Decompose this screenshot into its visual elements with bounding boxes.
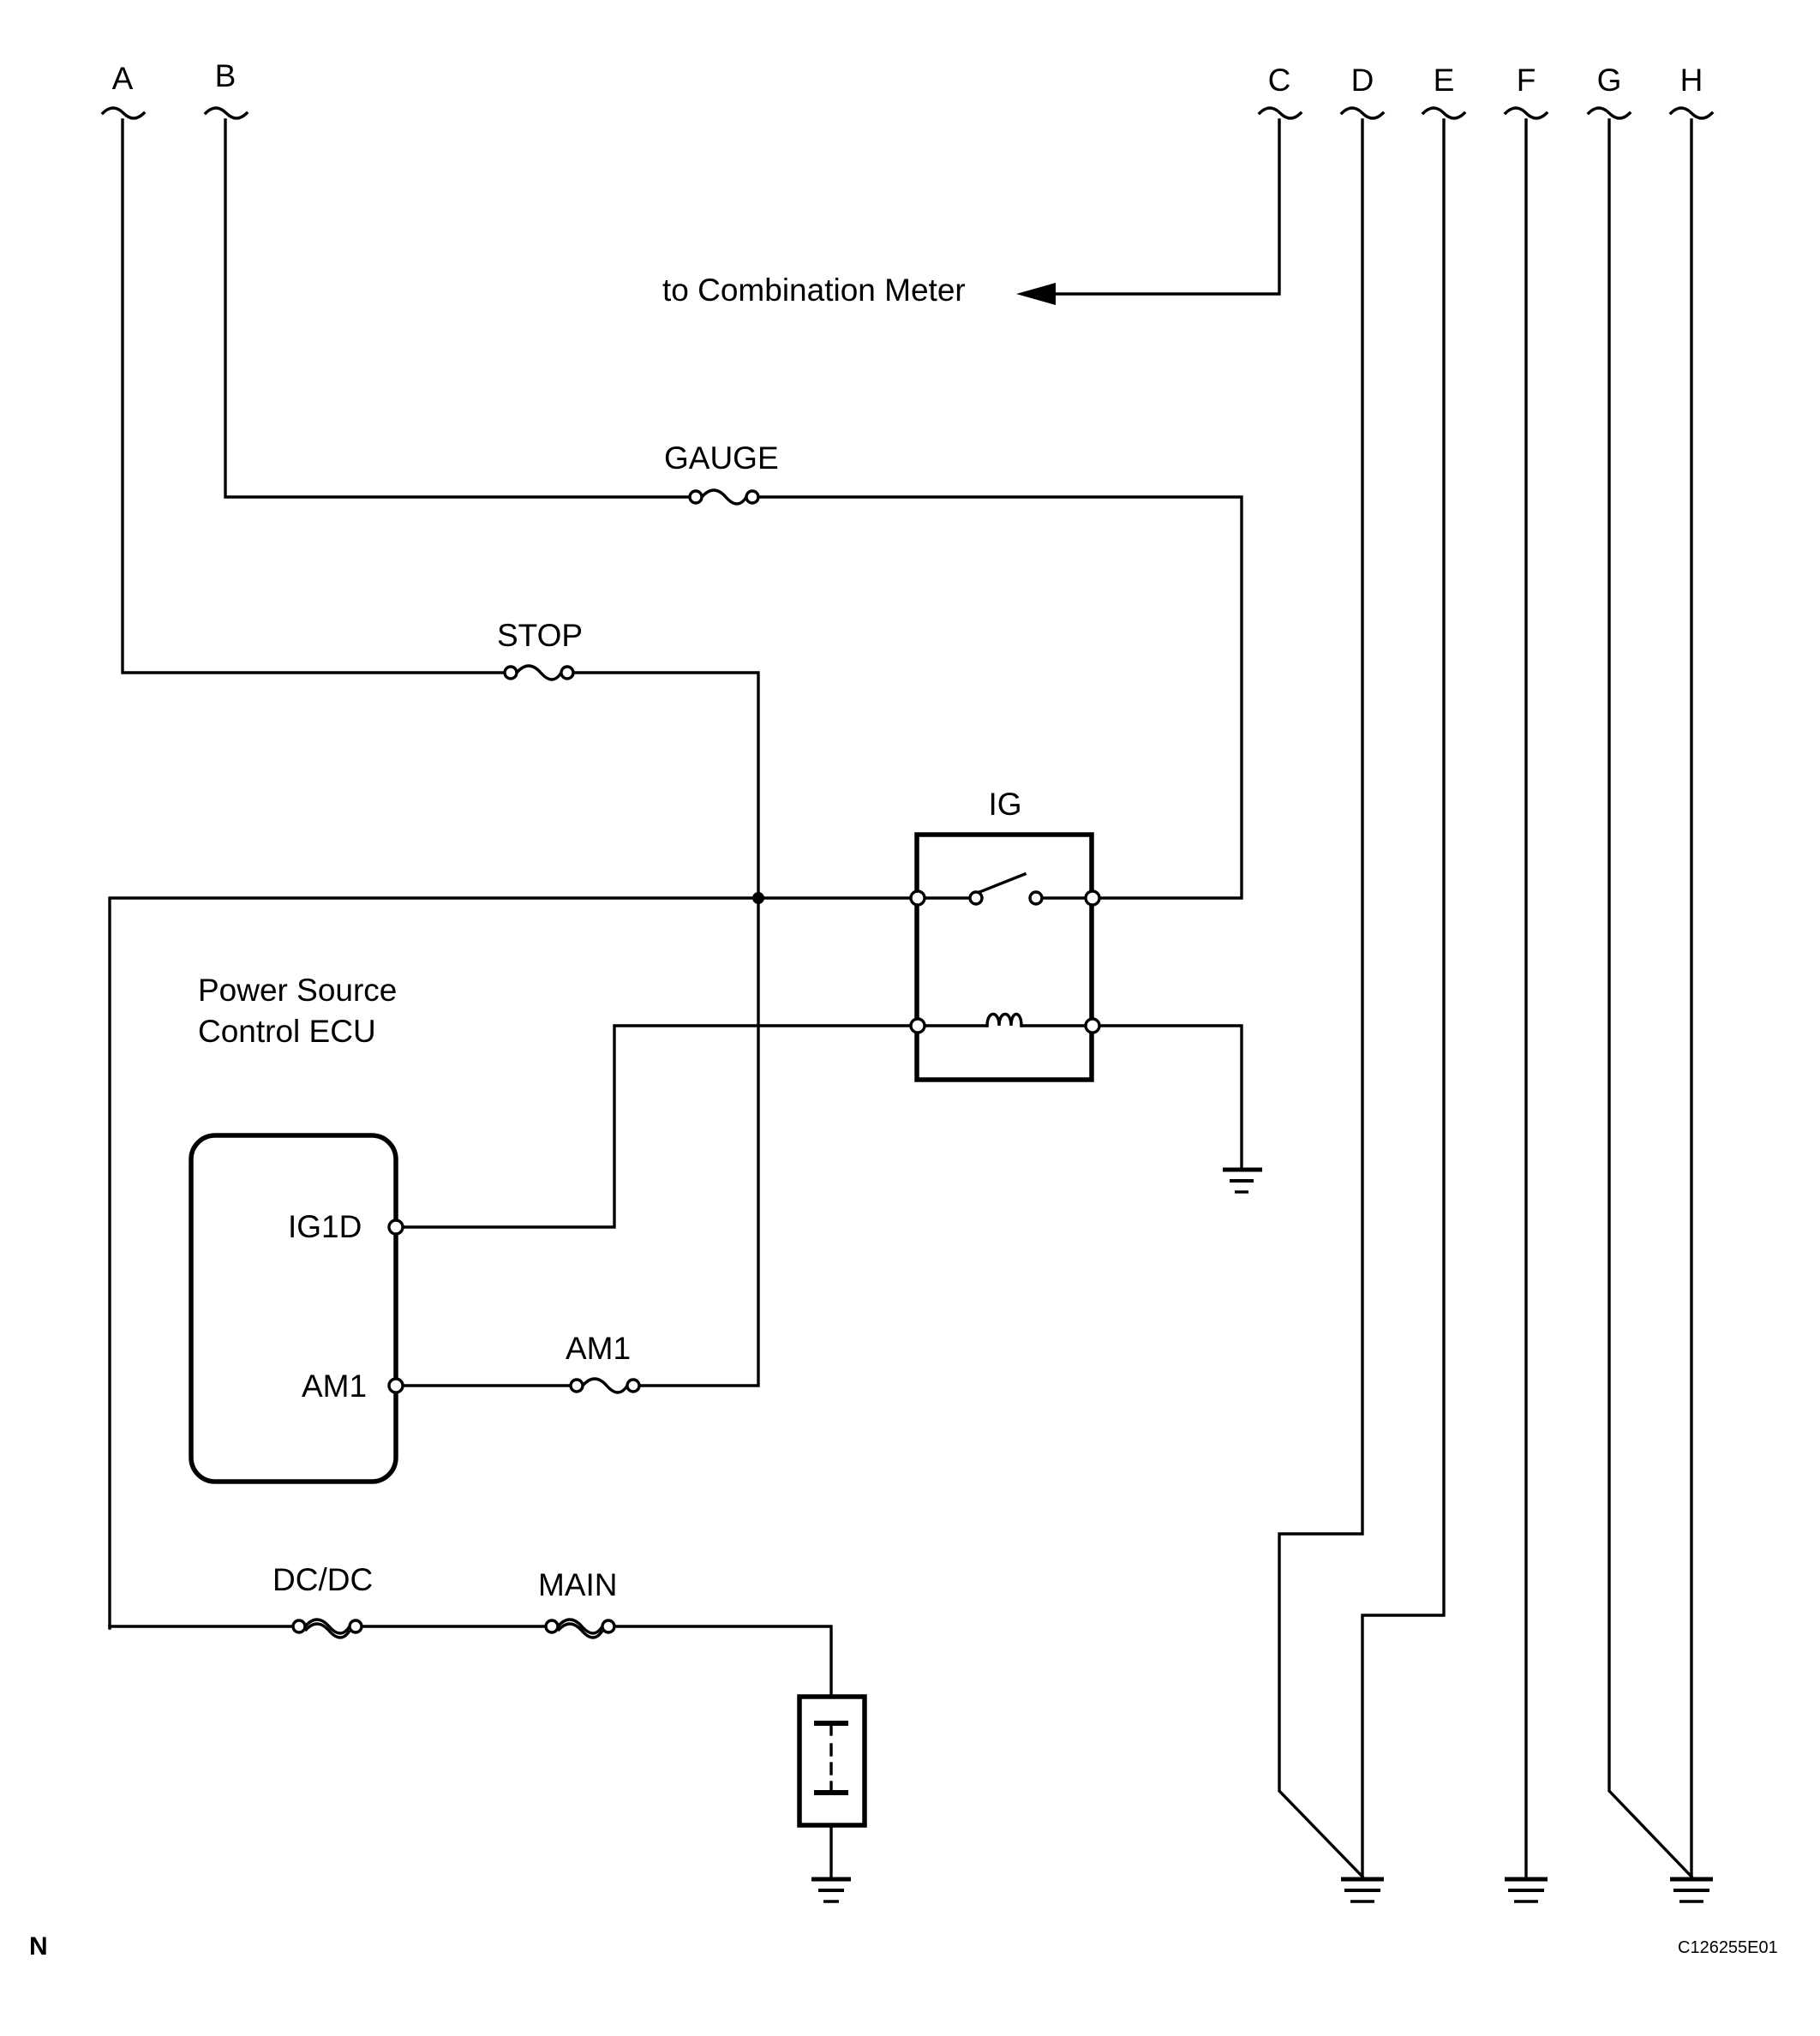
- wires: [108, 118, 1694, 1879]
- connector-label-e: E: [1434, 63, 1455, 98]
- break-symbol-h: [1668, 106, 1715, 120]
- wire-main-bus: [108, 896, 919, 1630]
- connector-label-f: F: [1517, 63, 1536, 98]
- ecu-pin-am1: AM1: [302, 1368, 367, 1404]
- ground-battery: [811, 1877, 851, 1903]
- break-symbol-c: [1257, 106, 1303, 120]
- wire-coil-ground: [1091, 1024, 1243, 1170]
- fuse-label-am1: AM1: [566, 1331, 631, 1366]
- connector-labels: A B C D E F G H: [112, 58, 1703, 98]
- battery-box: [797, 1694, 867, 1828]
- fuse-stop: STOP: [497, 618, 583, 681]
- ecu-label-line1: Power Source: [198, 973, 397, 1008]
- fuse-label-main: MAIN: [538, 1567, 618, 1602]
- wire-a-stop-out: [571, 671, 760, 1387]
- wire-c: [1052, 118, 1281, 296]
- wire-gauge-out: [756, 495, 1243, 900]
- relay-box: [914, 832, 1094, 1082]
- connector-label-g: G: [1597, 63, 1622, 98]
- wire-g: [1607, 118, 1694, 1879]
- figure-code: C126255E01: [1678, 1938, 1778, 1957]
- break-symbol-e: [1421, 106, 1467, 120]
- connector-label-b: B: [215, 58, 236, 93]
- fuse-label-gauge: GAUGE: [664, 440, 779, 476]
- wire-ig1d: [394, 1024, 919, 1229]
- ground-g-h: [1670, 1877, 1713, 1903]
- ecu: Power Source Control ECU IG1D AM1: [189, 973, 404, 1484]
- switch-blade: [973, 871, 1027, 896]
- connector-label-h: H: [1680, 63, 1703, 98]
- junction-dot: [752, 892, 764, 904]
- fuse-am1: AM1: [566, 1331, 641, 1394]
- break-symbol-a: [100, 106, 147, 120]
- relay-coil: [985, 1012, 1023, 1027]
- break-symbol-f: [1503, 106, 1549, 120]
- ground-d-e: [1341, 1877, 1384, 1903]
- corner-letter: N: [29, 1932, 48, 1961]
- relay-ig: IG: [909, 787, 1101, 1082]
- ecu-box: [189, 1133, 398, 1484]
- arrow-label: to Combination Meter: [662, 272, 966, 308]
- ecu-label-line2: Control ECU: [198, 1014, 376, 1049]
- wire-main-battery: [612, 1625, 833, 1698]
- fuse-dcdc: DC/DC: [272, 1562, 373, 1639]
- arrow-head: [1016, 283, 1056, 305]
- break-symbol-b: [203, 106, 249, 120]
- wire-d: [1278, 118, 1365, 1879]
- fuse-label-stop: STOP: [497, 618, 583, 653]
- connector-label-d: D: [1351, 63, 1374, 98]
- wire-break-symbols: [100, 106, 1715, 120]
- break-symbol-d: [1339, 106, 1386, 120]
- relay-label: IG: [988, 787, 1021, 822]
- connector-label-a: A: [112, 61, 134, 96]
- break-symbol-g: [1586, 106, 1632, 120]
- wire-b: [224, 118, 692, 499]
- wire-a: [121, 118, 507, 674]
- battery: [797, 1694, 867, 1828]
- ground-relay: [1223, 1167, 1262, 1194]
- fuse-main: MAIN: [538, 1567, 618, 1639]
- wire-e: [1361, 118, 1446, 1878]
- connector-label-c: C: [1268, 63, 1291, 98]
- grounds: [811, 1167, 1713, 1903]
- ecu-pin-ig1d: IG1D: [288, 1209, 362, 1244]
- fuse-label-dcdc: DC/DC: [272, 1562, 373, 1597]
- ground-f: [1505, 1877, 1548, 1903]
- fuse-gauge: GAUGE: [664, 440, 779, 506]
